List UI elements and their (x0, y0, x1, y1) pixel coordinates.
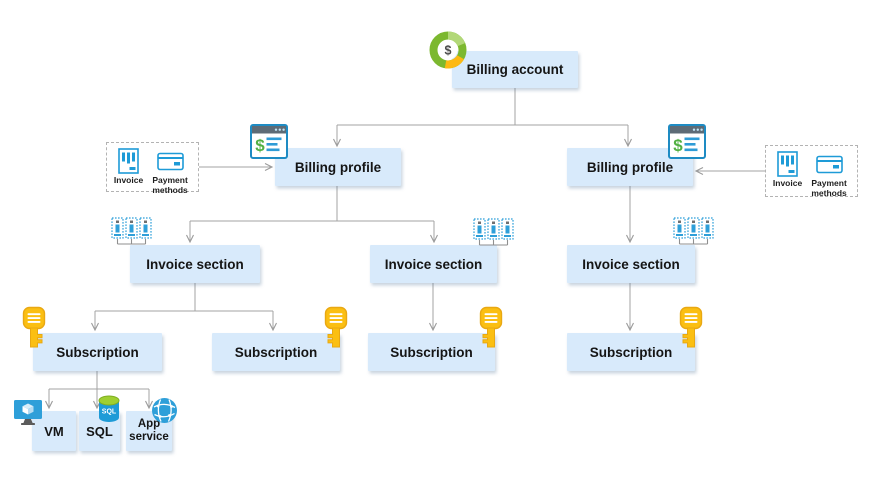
invoice-item: Invoice (114, 148, 143, 186)
subscription-label: Subscription (234, 344, 318, 360)
subscription-label: Subscription (589, 344, 673, 360)
invoice-item: Invoice (773, 151, 802, 189)
invoice-label: Invoice (113, 175, 144, 185)
invoice-section-label: Invoice section (582, 256, 680, 272)
dollar-glyph: $ (445, 43, 452, 57)
payment-methods-item: Payment methods (808, 151, 850, 199)
node-subscription-2: Subscription (212, 333, 340, 371)
app-service-label: App service (129, 418, 169, 443)
app-service-globe-icon (151, 397, 178, 424)
invoice-section-stack-icon (111, 217, 153, 246)
sql-database-icon: SQL (98, 395, 120, 423)
billing-profile-window-icon: $ (250, 124, 288, 159)
invoice-icon (777, 151, 798, 177)
vm-monitor-icon (13, 399, 43, 426)
attachment-group-right: Invoice Payment methods (765, 145, 858, 199)
subscription-key-icon (322, 306, 348, 348)
node-subscription-1: Subscription (33, 333, 162, 371)
attachment-group-left: Invoice Payment methods (106, 142, 199, 195)
payment-methods-label: Payment methods (152, 175, 188, 195)
billing-profile-window-icon: $ (668, 124, 706, 159)
dollar-glyph: $ (255, 136, 265, 155)
invoice-icon (118, 148, 139, 174)
invoice-section-stack-icon (473, 218, 515, 247)
subscription-label: Subscription (56, 344, 139, 360)
subscription-key-icon (477, 306, 503, 348)
invoice-label: Invoice (772, 178, 803, 188)
billing-profile-label: Billing profile (586, 159, 674, 175)
node-subscription-3: Subscription (368, 333, 495, 371)
billing-profile-label: Billing profile (294, 159, 382, 175)
subscription-key-icon (677, 306, 703, 348)
subscription-key-icon (22, 306, 48, 348)
billing-account-donut-icon: $ (428, 30, 468, 70)
payment-methods-item: Payment methods (149, 148, 191, 196)
invoice-section-label: Invoice section (384, 256, 483, 272)
node-invoice-section-2: Invoice section (370, 245, 497, 283)
invoice-section-label: Invoice section (146, 256, 244, 272)
payment-methods-icon (815, 151, 843, 177)
node-billing-profile-1: Billing profile (275, 148, 401, 186)
dollar-glyph: $ (673, 136, 683, 155)
node-invoice-section-1: Invoice section (130, 245, 260, 283)
node-invoice-section-3: Invoice section (567, 245, 695, 283)
sql-glyph: SQL (102, 409, 117, 416)
sql-label: SQL (86, 423, 113, 439)
invoice-section-stack-icon (673, 217, 715, 246)
billing-account-label: Billing account (466, 62, 564, 77)
payment-methods-label: Payment methods (811, 178, 847, 198)
payment-methods-icon (156, 148, 184, 174)
node-billing-account: Billing account (452, 51, 578, 88)
vm-label: VM (44, 423, 64, 439)
subscription-label: Subscription (390, 344, 473, 360)
node-subscription-4: Subscription (567, 333, 695, 371)
